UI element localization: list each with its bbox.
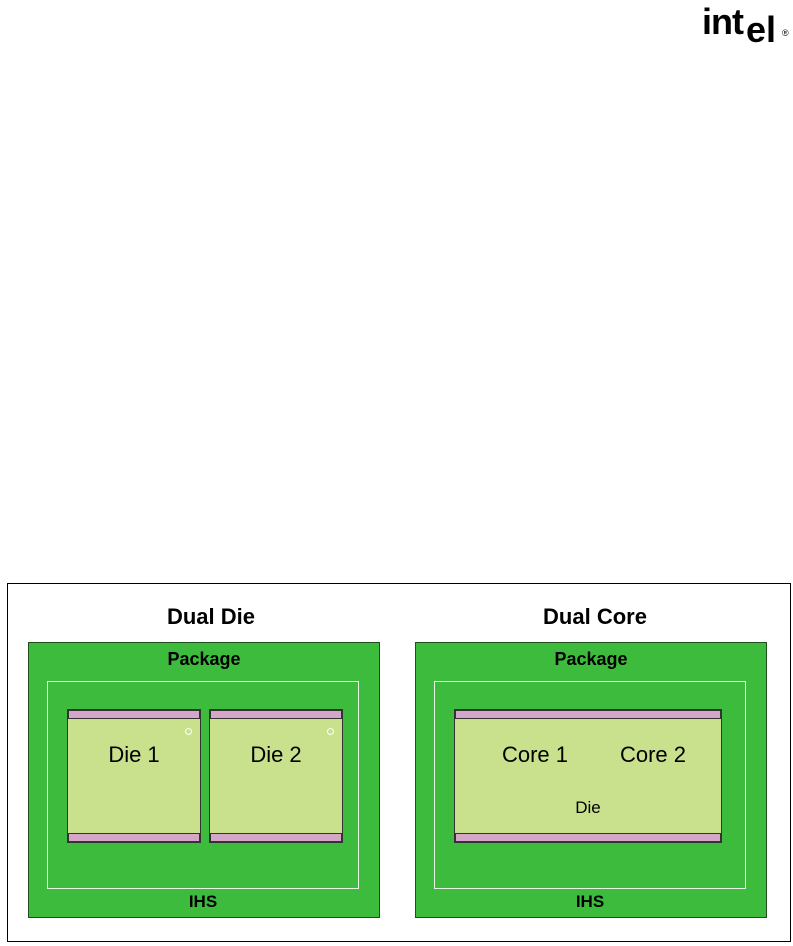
- die-2-pin-marker-icon: [327, 728, 334, 735]
- dual-core-ihs-label: IHS: [575, 892, 605, 911]
- figure-frame: Dual Die Package IHS Die 1 Die 2 Dual Co…: [7, 583, 791, 942]
- dual-die-package: Package IHS Die 1 Die 2: [28, 642, 380, 918]
- die-1-pin-marker-icon: [185, 728, 192, 735]
- intel-logo: int el ®: [702, 2, 793, 50]
- dual-core-die-top-strip: [455, 710, 721, 719]
- dual-die-title: Dual Die: [166, 604, 256, 629]
- dual-die-ihs-outline: IHS: [47, 681, 359, 911]
- die-1-top-strip: [68, 710, 200, 719]
- dual-core-die-label: Die: [575, 798, 601, 817]
- dual-core-package: Package IHS Core 1 Core 2 Die: [415, 642, 767, 918]
- dual-core-die: Core 1 Core 2 Die: [454, 709, 722, 843]
- logo-text-el: el: [746, 9, 777, 50]
- dual-die-package-label: Package: [167, 649, 241, 669]
- die-2-label: Die 2: [250, 742, 302, 767]
- die-2: Die 2: [209, 709, 343, 843]
- die-1-bottom-strip: [68, 833, 200, 842]
- logo-text-int: int: [702, 1, 744, 42]
- registered-mark: ®: [782, 28, 789, 38]
- dual-core-title: Dual Core: [543, 604, 647, 629]
- dual-core-package-label: Package: [554, 649, 628, 669]
- die-1: Die 1: [67, 709, 201, 843]
- dual-core-ihs-outline: IHS: [434, 681, 746, 911]
- die-1-label: Die 1: [108, 742, 160, 767]
- dual-core-die-bottom-strip: [455, 833, 721, 842]
- core-1-label: Core 1: [501, 742, 569, 767]
- die-2-bottom-strip: [210, 833, 342, 842]
- core-2-label: Core 2: [619, 742, 687, 767]
- die-2-top-strip: [210, 710, 342, 719]
- dual-die-ihs-label: IHS: [188, 892, 218, 911]
